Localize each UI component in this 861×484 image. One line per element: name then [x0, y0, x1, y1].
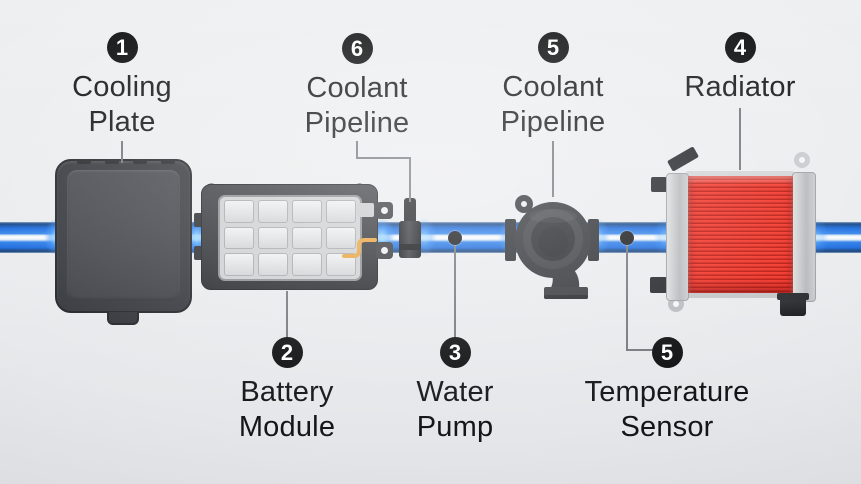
label-cooling-plate: 1 Cooling Plate: [27, 32, 217, 140]
badge-number: 3: [448, 339, 462, 365]
radiator-bottom-cap: [686, 290, 794, 298]
label-line: Temperature: [584, 376, 750, 408]
leader-line: [626, 243, 628, 351]
radiator-outlet-lip: [777, 293, 809, 300]
leader-line: [552, 141, 554, 197]
battery-cell: [326, 253, 356, 276]
radiator-inlet-stub: [667, 146, 699, 172]
cooling-plate-tab: [107, 312, 139, 325]
label-temperature-sensor: 5 Temperature Sensor: [572, 337, 762, 445]
label-radiator: 4 Radiator: [645, 32, 835, 105]
label-text: Water Pump: [360, 375, 550, 445]
battery-cell: [224, 200, 254, 223]
label-line: Coolant: [502, 71, 604, 103]
battery-cell: [326, 226, 356, 250]
radiator-left-tank: [666, 173, 689, 301]
pipeline-connector-body: [399, 221, 421, 258]
label-line: Pump: [416, 411, 494, 443]
label-line: Battery: [240, 376, 334, 408]
cooling-plate-graphic: [55, 159, 192, 313]
label-text: Temperature Sensor: [572, 375, 762, 445]
label-line: Module: [238, 411, 336, 443]
battery-cell: [224, 226, 254, 250]
leader-line: [409, 157, 411, 202]
badge-number: 5: [546, 34, 560, 60]
radiator-eyelet: [794, 152, 810, 168]
leader-line: [286, 291, 288, 338]
battery-mount-ear: [376, 202, 393, 219]
pipeline-connector-band: [399, 244, 421, 250]
label-text: Cooling Plate: [27, 70, 217, 140]
temperature-sensor-marker-dot: [620, 231, 634, 245]
label-text: Coolant Pipeline: [262, 71, 452, 141]
plate-notch: [133, 159, 147, 164]
label-line: Pipeline: [500, 106, 606, 138]
battery-cell: [292, 253, 322, 276]
number-badge: 5: [537, 32, 569, 63]
radiator-core: [688, 176, 793, 293]
label-text: Coolant Pipeline: [458, 70, 648, 140]
radiator-left-stub: [651, 177, 667, 192]
orange-wire: [342, 238, 377, 258]
radiator-left-stub: [650, 277, 667, 293]
badge-number: 4: [733, 34, 747, 60]
leader-line: [121, 141, 123, 163]
label-line: Coolant: [306, 72, 408, 104]
label-text: Radiator: [645, 70, 835, 105]
number-badge: 1: [106, 32, 138, 63]
water-pump-graphic: [505, 195, 599, 299]
battery-cell: [292, 200, 322, 223]
label-line: Cooling: [72, 71, 172, 103]
radiator-top-cap: [686, 171, 794, 179]
leader-line: [626, 349, 653, 351]
label-text: Battery Module: [192, 375, 382, 445]
battery-cell: [224, 253, 254, 276]
label-line: Plate: [88, 106, 156, 138]
badge-number: 5: [660, 339, 674, 365]
pipeline-connector-stem: [404, 198, 416, 224]
water-pump-marker-dot: [448, 231, 462, 245]
battery-cell: [292, 226, 322, 250]
battery-vent: [357, 203, 374, 217]
label-water-pump: 3 Water Pump: [360, 337, 550, 445]
plate-notch: [105, 159, 119, 164]
radiator-right-tank: [792, 172, 816, 302]
label-battery-module: 2 Battery Module: [192, 337, 382, 445]
label-line: Pipeline: [304, 107, 410, 139]
label-line: Sensor: [620, 411, 714, 443]
battery-cell: [258, 226, 288, 250]
plate-notch: [161, 159, 175, 164]
battery-cell: [326, 200, 356, 223]
plate-notch: [77, 159, 91, 164]
number-badge: 2: [271, 337, 303, 368]
badge-number: 6: [350, 35, 364, 61]
battery-left-stub: [194, 246, 203, 260]
battery-left-stub: [194, 213, 203, 227]
leader-line: [454, 243, 456, 338]
label-line: Radiator: [684, 71, 796, 103]
leader-line: [356, 141, 358, 159]
cooling-plate-panel: [67, 170, 180, 301]
label-coolant-pipeline-6: 6 Coolant Pipeline: [262, 33, 452, 141]
leader-line: [739, 108, 741, 170]
battery-cell-grid: [224, 200, 356, 276]
badge-number: 2: [280, 339, 294, 365]
leader-line: [356, 157, 411, 159]
number-badge: 5: [651, 337, 683, 368]
label-coolant-pipeline-5: 5 Coolant Pipeline: [458, 32, 648, 140]
number-badge: 6: [341, 33, 373, 64]
label-line: Water: [416, 376, 494, 408]
badge-number: 1: [115, 34, 129, 60]
number-badge: 3: [439, 337, 471, 368]
battery-cell: [258, 253, 288, 276]
battery-mount-ear: [376, 242, 393, 259]
number-badge: 4: [724, 32, 756, 63]
battery-cell: [258, 200, 288, 223]
